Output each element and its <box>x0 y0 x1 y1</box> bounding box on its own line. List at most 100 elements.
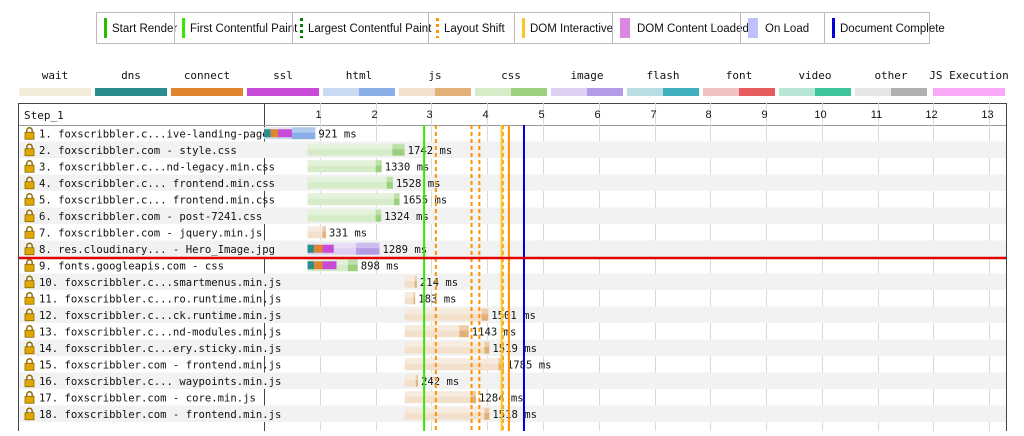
connection-phase <box>307 261 315 270</box>
x-tick-3: 3 <box>426 109 432 121</box>
x-tick-6: 6 <box>594 109 600 121</box>
request-duration: 1143 ms <box>472 326 517 338</box>
lock-body <box>24 362 35 371</box>
request-duration: 1528 ms <box>396 178 441 190</box>
request-label: 12. foxscribbler.c...ck.runtime.min.js <box>39 310 281 322</box>
row-stripe <box>19 207 1006 224</box>
lock-shackle <box>26 127 33 133</box>
legend-label-dom-interactive: DOM Interactive <box>530 23 613 35</box>
request-bar-gloss <box>307 226 326 232</box>
lock-icon <box>24 374 35 388</box>
request-bar-gloss <box>307 160 382 166</box>
request-bar-download <box>393 193 400 206</box>
lock-icon <box>24 209 35 223</box>
lock-body <box>24 280 35 289</box>
lock-icon <box>24 176 35 190</box>
request-bar-waiting <box>307 193 394 206</box>
request-label: 18. foxscribbler.com - frontend.min.js <box>39 409 281 421</box>
request-bar-gloss <box>404 308 489 315</box>
type-swatch-image-b <box>587 88 623 96</box>
request-label: 3. foxscribbler.c...nd-legacy.min.css <box>39 161 275 173</box>
lock-body <box>24 329 35 338</box>
lock-shackle <box>26 242 33 248</box>
lock-body <box>24 214 35 223</box>
request-label: 16. foxscribbler.c... waypoints.min.js <box>39 376 281 388</box>
lock-body <box>24 263 35 272</box>
type-label-dns: dns <box>121 69 141 82</box>
request-bar-download <box>347 259 358 272</box>
type-label-font: font <box>726 69 753 82</box>
on-load-swatch <box>748 18 758 38</box>
request-label: 10. foxscribbler.c...smartmenus.min.js <box>39 277 281 289</box>
lock-body <box>24 164 35 173</box>
type-label-video: video <box>798 69 831 82</box>
request-bar-gloss <box>404 341 490 348</box>
step-label: Step_1 <box>24 109 64 122</box>
dom-interactive-swatch <box>522 18 525 38</box>
type-swatch-ssl-a <box>247 88 283 96</box>
type-swatch-flash-b <box>663 88 699 96</box>
request-bar-download <box>392 143 405 156</box>
request-row: 10. foxscribbler.c...smartmenus.min.js 21… <box>24 275 458 289</box>
lock-icon <box>24 143 35 157</box>
lock-shackle <box>26 308 33 314</box>
lock-icon <box>24 160 35 173</box>
row-stripe <box>19 405 1006 422</box>
type-label-wait: wait <box>42 69 69 82</box>
lock-icon <box>24 259 35 272</box>
request-bar-waiting <box>404 391 471 404</box>
lock-icon <box>24 193 35 206</box>
lock-body <box>24 197 35 206</box>
request-bar-download <box>356 242 380 255</box>
request-label: 5. foxscribbler.c... frontend.min.css <box>39 194 275 206</box>
request-label: 6. foxscribbler.com - post-7241.css <box>39 211 262 223</box>
request-label: 2. foxscribbler.com - style.css <box>39 145 237 157</box>
request-duration: 1785 ms <box>507 359 552 371</box>
type-label-css: css <box>501 69 521 82</box>
lock-shackle <box>26 341 33 347</box>
request-duration: 214 ms <box>420 277 458 289</box>
legend-label-dom-content-loaded: DOM Content Loaded <box>637 23 749 35</box>
timing-markers <box>423 125 525 431</box>
lock-icon <box>24 407 35 421</box>
legend-label-start-render: Start Render <box>112 23 177 35</box>
request-bar-download <box>375 160 382 173</box>
request-bar-gloss <box>307 143 405 150</box>
request-label: 17. foxscribbler.com - core.min.js <box>39 392 256 404</box>
row-stripe <box>19 339 1006 356</box>
request-bar-waiting <box>404 275 415 288</box>
type-label-html: html <box>346 69 373 82</box>
lock-icon <box>24 242 35 256</box>
request-duration: 1742 ms <box>408 145 453 157</box>
row-stripe <box>19 240 1006 257</box>
type-swatch-other-a <box>855 88 891 96</box>
type-label-js: js <box>428 69 441 82</box>
request-duration: 1330 ms <box>385 161 430 173</box>
type-swatch-font-b <box>739 88 775 96</box>
type-swatch-video-b <box>815 88 851 96</box>
request-duration: 331 ms <box>329 227 367 239</box>
lock-shackle <box>26 143 33 149</box>
lock-shackle <box>26 391 33 397</box>
request-bar-waiting <box>404 374 416 387</box>
request-bar-waiting <box>404 325 460 338</box>
marker-legend-box <box>96 12 930 44</box>
request-bar-gloss <box>404 391 476 397</box>
request-bar-download <box>375 209 382 222</box>
type-swatch-ssl-b <box>283 88 319 96</box>
lock-icon <box>24 341 35 355</box>
request-bar-waiting <box>307 176 387 189</box>
request-bar-gloss <box>404 325 469 331</box>
connection-phase <box>314 244 323 253</box>
type-swatch-css-b <box>511 88 547 96</box>
request-bar-waiting <box>307 160 376 173</box>
row-stripe <box>19 273 1006 290</box>
lock-body <box>24 313 35 322</box>
request-label: 7. foxscribbler.com - jquery.min.js <box>39 227 262 239</box>
x-tick-11: 11 <box>871 109 882 121</box>
